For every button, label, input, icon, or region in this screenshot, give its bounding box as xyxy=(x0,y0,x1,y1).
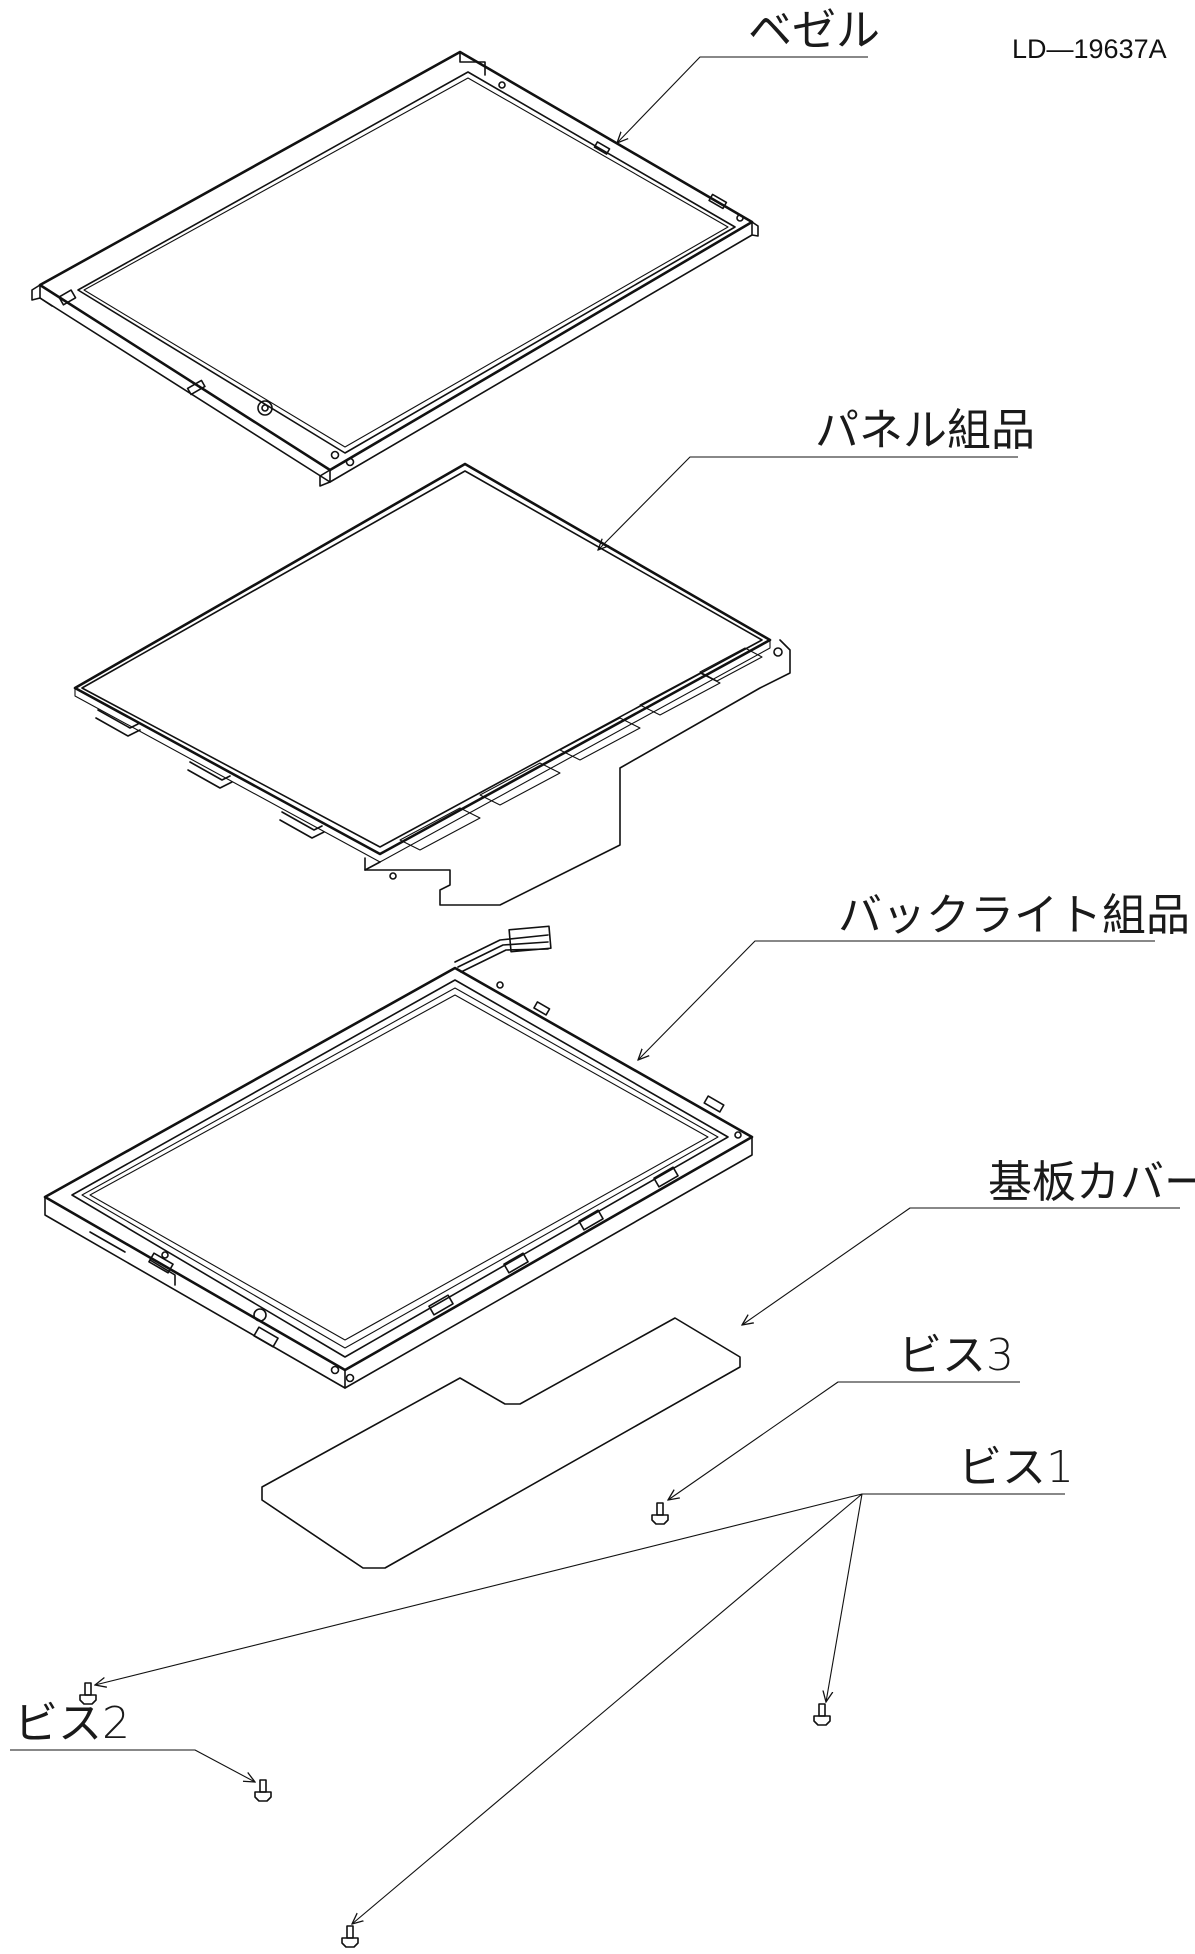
label-bezel: ベゼル xyxy=(748,5,880,56)
document-number: LD—19637A xyxy=(1012,34,1167,64)
screw-1-right xyxy=(813,1703,831,1726)
screw-3 xyxy=(651,1502,669,1525)
screw-1-left xyxy=(79,1682,97,1705)
screw-2 xyxy=(254,1779,272,1802)
label-board-cover: 基板カバー xyxy=(988,1157,1195,1208)
bezel-part xyxy=(31,50,759,487)
panel-assembly-part xyxy=(73,462,791,906)
screw-1-bottom xyxy=(341,1925,359,1948)
label-screw-1: ビス1 xyxy=(958,1442,1074,1493)
leader-lines xyxy=(10,56,1180,1924)
backlight-assembly-part xyxy=(43,925,754,1389)
label-screw-3: ビス3 xyxy=(898,1330,1014,1381)
label-backlight-assembly: バックライト組品 xyxy=(838,890,1190,941)
board-cover-part xyxy=(261,1317,741,1569)
label-panel-assembly: パネル組品 xyxy=(815,405,1035,456)
label-screw-2: ビス2 xyxy=(14,1698,130,1749)
